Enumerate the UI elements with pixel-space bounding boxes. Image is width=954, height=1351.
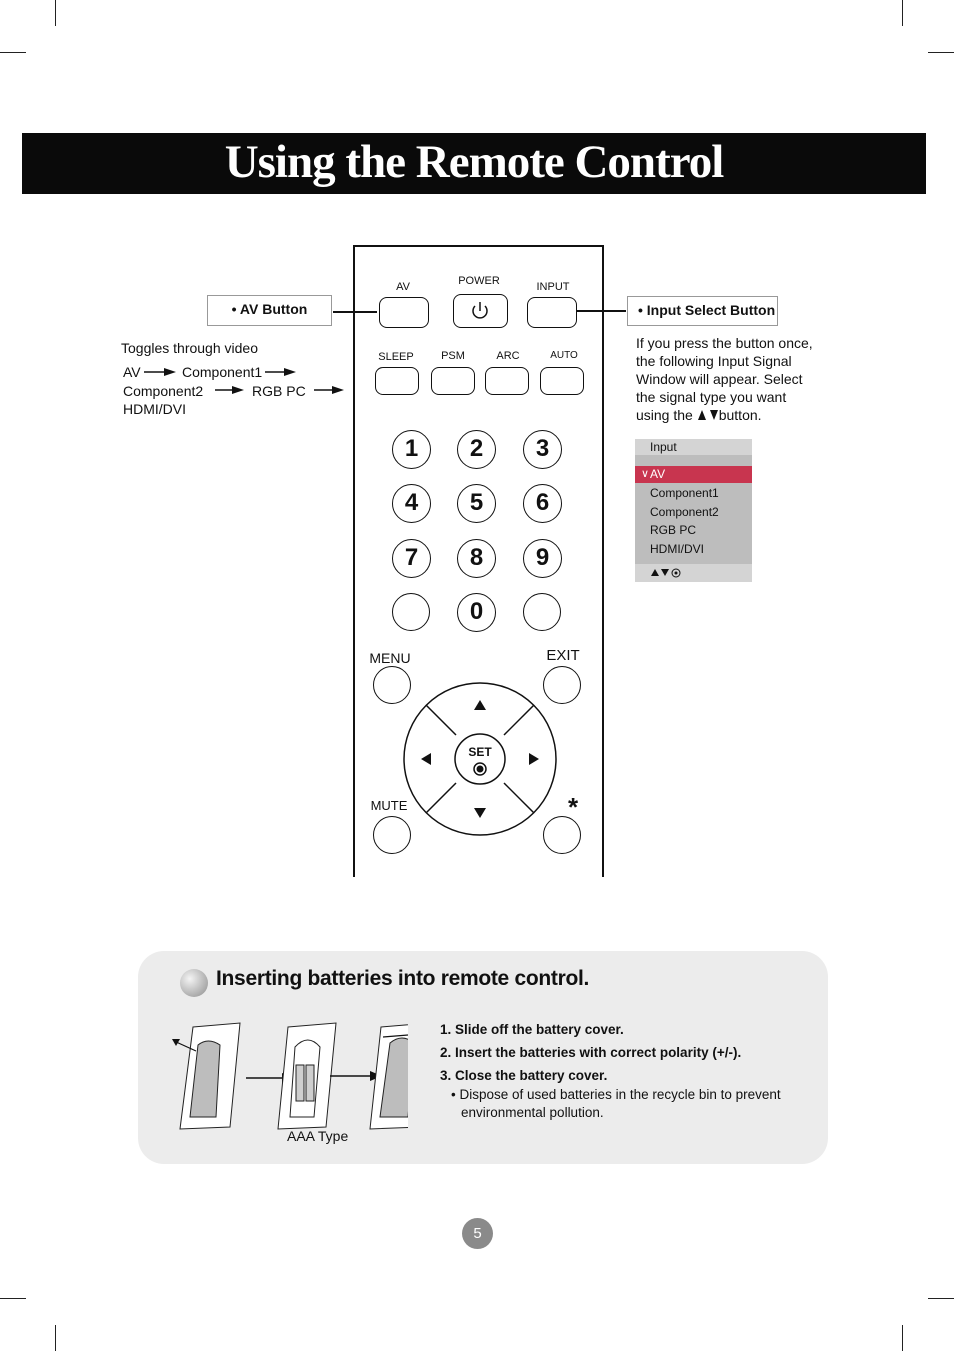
menu-item[interactable]: RGB PC: [650, 523, 697, 537]
sleep-label: SLEEP: [378, 351, 414, 363]
input-button-callout: • Input Select Button: [627, 296, 778, 326]
mute-label: MUTE: [370, 798, 408, 813]
auto-button[interactable]: [540, 367, 584, 395]
psm-label: PSM: [441, 350, 465, 362]
crop-mark: [928, 1298, 954, 1299]
batteries-title: Inserting batteries into remote control.: [216, 967, 590, 990]
menu-button[interactable]: [373, 666, 411, 704]
input-desc-line4: the signal type you want: [636, 389, 787, 405]
digit-6-button[interactable]: 6: [523, 484, 562, 523]
blank-left-button[interactable]: [392, 593, 430, 631]
digit-5-button[interactable]: 5: [457, 484, 496, 523]
crop-mark: [55, 0, 56, 26]
av-seq-hdmi: HDMI/DVI: [123, 401, 186, 417]
exit-button[interactable]: [543, 666, 581, 704]
menu-item-selected[interactable]: ∨ AV: [635, 466, 752, 483]
digit-4-button[interactable]: 4: [392, 484, 431, 523]
auto-label: AUTO: [550, 350, 578, 361]
menu-label: MENU: [369, 650, 411, 666]
digit-2-button[interactable]: 2: [457, 430, 496, 469]
page-title: Using the Remote Control: [224, 136, 725, 188]
crop-mark: [902, 1325, 903, 1351]
digit-8-button[interactable]: 8: [457, 539, 496, 578]
psm-button[interactable]: [431, 367, 475, 395]
battery-illustration: [172, 1022, 408, 1130]
set-label: SET: [468, 745, 492, 759]
star-button[interactable]: [543, 816, 581, 854]
input-callout-line: [576, 310, 626, 312]
crop-mark: [902, 0, 903, 26]
exit-label: EXIT: [546, 647, 580, 664]
menu-item[interactable]: HDMI/DVI: [650, 542, 704, 556]
remote-control: AV POWER INPUT SLEEP PSM ARC AUTO 1 2 3 …: [353, 245, 604, 877]
menu-title: Input: [650, 440, 677, 454]
av-seq-comp1: Component1: [182, 364, 263, 380]
menu-header-bg: [635, 439, 752, 455]
battery-note: • Dispose of used batteries in the recyc…: [451, 1086, 781, 1122]
av-button[interactable]: [379, 297, 429, 328]
input-desc-pre: using the: [636, 407, 693, 423]
crop-mark: [55, 1325, 56, 1351]
battery-step-3: 3. Close the battery cover.: [440, 1068, 608, 1083]
av-callout-line: [333, 311, 377, 313]
arc-button[interactable]: [485, 367, 529, 395]
bullet-sphere-icon: [180, 969, 208, 997]
blank-right-button[interactable]: [523, 593, 561, 631]
digit-9-button[interactable]: 9: [523, 539, 562, 578]
menu-selected-label: AV: [650, 467, 666, 481]
power-button[interactable]: [453, 294, 508, 328]
battery-note-line2: environmental pollution.: [461, 1105, 604, 1120]
battery-step-1: 1. Slide off the battery cover.: [440, 1022, 624, 1037]
power-icon: [472, 302, 488, 319]
navigation-hint-icon: [651, 568, 681, 578]
av-button-callout: • AV Button: [207, 295, 332, 326]
input-desc-line3: Window will appear. Select: [636, 371, 803, 387]
av-seq-rgb: RGB PC: [252, 383, 306, 399]
battery-note-line1: • Dispose of used batteries in the recyc…: [451, 1087, 781, 1102]
up-down-arrow-icon: [697, 410, 718, 420]
menu-item[interactable]: Component1: [650, 486, 719, 500]
digit-1-button[interactable]: 1: [392, 430, 431, 469]
av-label: AV: [396, 281, 410, 293]
digit-7-button[interactable]: 7: [392, 539, 431, 578]
input-button[interactable]: [527, 297, 577, 328]
menu-footer: [635, 564, 752, 582]
navigation-pad[interactable]: [401, 680, 559, 838]
power-label: POWER: [458, 275, 500, 287]
crop-mark: [0, 1298, 26, 1299]
crop-mark: [0, 52, 26, 53]
battery-type-label: AAA Type: [287, 1128, 349, 1144]
page-number: 5: [462, 1218, 493, 1249]
digit-0-button[interactable]: 0: [457, 593, 496, 632]
sleep-button[interactable]: [375, 367, 419, 395]
input-desc-line5: using the button.: [636, 406, 762, 424]
input-callout-title: • Input Select Button: [638, 302, 776, 318]
mute-button[interactable]: [373, 816, 411, 854]
input-signal-menu: Input ∨ AV Component1 Component2 RGB PC …: [635, 439, 752, 582]
page-header: Using the Remote Control: [22, 133, 926, 194]
input-desc-line2: the following Input Signal: [636, 353, 792, 369]
sequence-arrows: [144, 368, 344, 394]
crop-mark: [928, 52, 954, 53]
input-desc-post: button.: [718, 407, 762, 423]
battery-step-2: 2. Insert the batteries with correct pol…: [440, 1045, 742, 1060]
av-seq-av: AV: [123, 364, 141, 380]
batteries-panel: Inserting batteries into remote control.…: [138, 951, 828, 1164]
input-label: INPUT: [536, 281, 570, 293]
menu-item[interactable]: Component2: [650, 505, 719, 519]
check-icon: ∨: [641, 468, 650, 480]
av-callout-desc: Toggles through video: [121, 340, 258, 356]
input-desc-line1: If you press the button once,: [636, 335, 813, 351]
av-seq-comp2: Component2: [123, 383, 204, 399]
arc-label: ARC: [496, 350, 520, 362]
star-label: *: [567, 792, 579, 822]
digit-3-button[interactable]: 3: [523, 430, 562, 469]
av-callout-title: • AV Button: [231, 301, 308, 317]
